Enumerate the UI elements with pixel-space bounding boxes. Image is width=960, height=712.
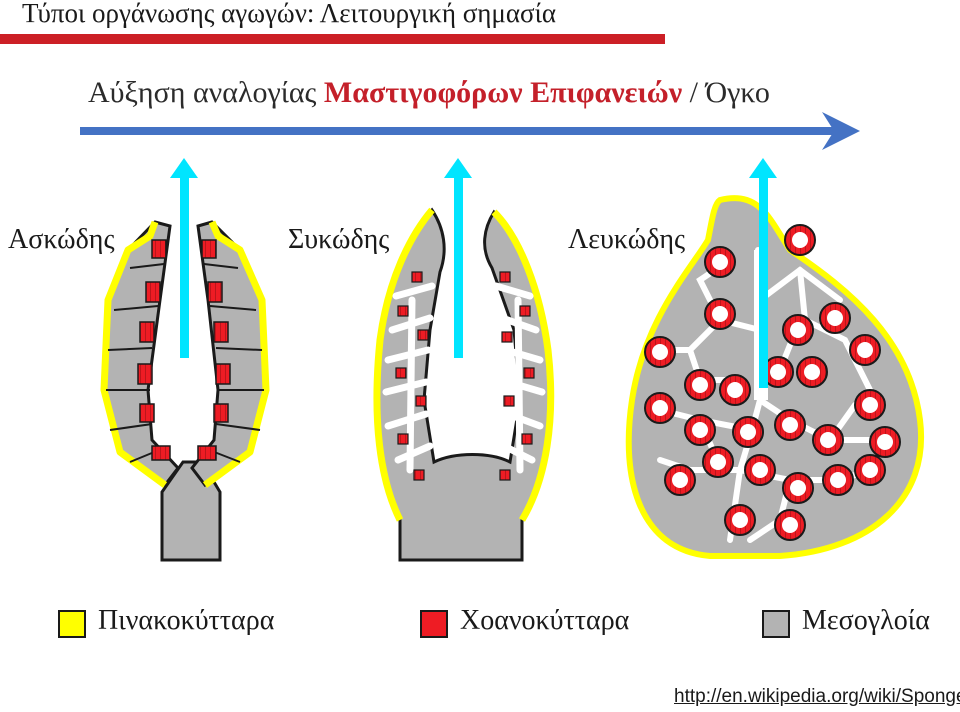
chamber-lumen bbox=[692, 422, 708, 438]
chamber-lumen bbox=[672, 472, 688, 488]
chamber-lumen bbox=[877, 434, 893, 450]
chamber-lumen bbox=[830, 472, 846, 488]
chamber-lumen bbox=[740, 424, 756, 440]
chamber-lumen bbox=[792, 232, 808, 248]
chamber-lumen bbox=[692, 377, 708, 393]
chamber-lumen bbox=[782, 417, 798, 433]
legend-label-pinacocytes: Πινακοκύτταρα bbox=[98, 605, 275, 636]
choanocyte-chambers bbox=[644, 224, 901, 541]
subtitle-accent: Μαστιγοφόρων Επιφανειών bbox=[323, 76, 683, 109]
subtitle-prefix: Αύξηση αναλογίας bbox=[88, 76, 324, 109]
title-underline bbox=[0, 34, 665, 44]
chamber-lumen bbox=[782, 517, 798, 533]
legend-swatch-pinacocytes bbox=[58, 610, 86, 638]
legend-label-mesohyl: Μεσογλοία bbox=[802, 605, 930, 636]
chamber-lumen bbox=[857, 342, 873, 358]
chamber-lumen bbox=[804, 364, 820, 380]
chamber-lumen bbox=[820, 432, 836, 448]
chamber-lumen bbox=[732, 512, 748, 528]
leucon-sponge bbox=[625, 195, 925, 559]
chamber-lumen bbox=[712, 254, 728, 270]
ascon-base bbox=[160, 460, 222, 562]
leucon-label: Λευκώδης bbox=[568, 224, 686, 255]
subtitle: Αύξηση αναλογίας Μαστιγοφόρων Επιφανειών… bbox=[88, 76, 770, 110]
chamber-lumen bbox=[727, 382, 743, 398]
flow-arrow-ascon-icon bbox=[170, 158, 198, 358]
chamber-lumen bbox=[652, 344, 668, 360]
chamber-lumen bbox=[790, 480, 806, 496]
chamber-lumen bbox=[862, 462, 878, 478]
chamber-lumen bbox=[862, 397, 878, 413]
source-link[interactable]: http://en.wikipedia.org/wiki/Sponge bbox=[674, 686, 960, 707]
chamber-lumen bbox=[770, 364, 786, 380]
legend-label-choanocytes: Χοανοκύτταρα bbox=[460, 605, 630, 636]
subtitle-suffix: / Όγκο bbox=[682, 76, 770, 109]
trend-arrow-icon bbox=[80, 112, 860, 150]
chamber-lumen bbox=[752, 462, 768, 478]
chamber-lumen bbox=[827, 310, 843, 326]
sycon-label: Συκώδης bbox=[288, 224, 390, 255]
legend-swatch-mesohyl bbox=[762, 610, 790, 638]
chamber-lumen bbox=[652, 400, 668, 416]
chamber-lumen bbox=[790, 322, 806, 338]
ascon-sponge bbox=[100, 220, 270, 562]
chamber-lumen bbox=[710, 454, 726, 470]
flow-arrow-leucon-icon bbox=[749, 158, 777, 388]
legend-swatch-choanocytes bbox=[420, 610, 448, 638]
slide-title: Τύποι οργάνωσης αγωγών: Λειτουργική σημα… bbox=[22, 0, 556, 28]
ascon-label: Ασκώδης bbox=[8, 224, 115, 255]
flow-arrow-sycon-icon bbox=[444, 158, 472, 358]
chamber-lumen bbox=[712, 306, 728, 322]
sycon-sponge bbox=[373, 207, 555, 562]
